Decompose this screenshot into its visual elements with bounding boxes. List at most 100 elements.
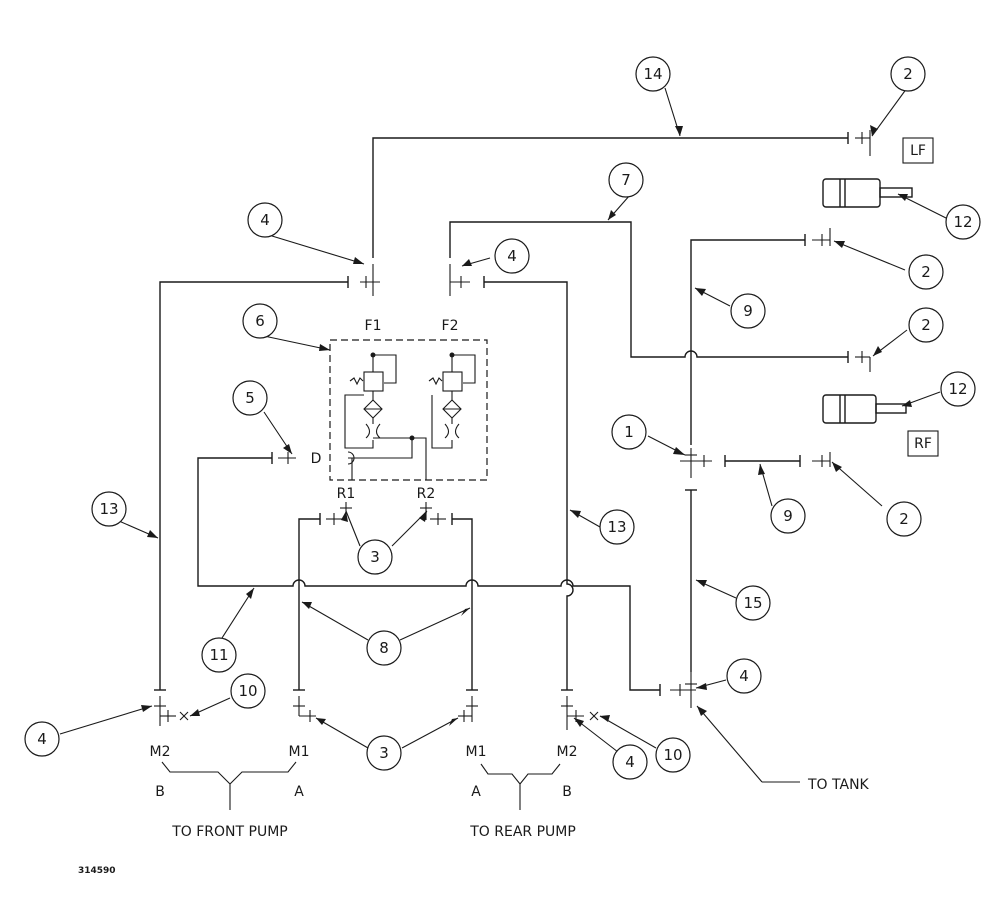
callout-9-lower: 9 bbox=[770, 498, 806, 534]
svg-text:3: 3 bbox=[379, 744, 389, 762]
callout-1: 1 bbox=[611, 414, 647, 450]
port-m1-rear: M1 bbox=[466, 744, 487, 760]
valve-block bbox=[329, 339, 488, 481]
lf-box bbox=[902, 137, 934, 164]
rear-pump-brace bbox=[480, 763, 561, 810]
port-m2-front: M2 bbox=[150, 744, 171, 760]
callout-7: 7 bbox=[608, 162, 644, 198]
svg-text:14: 14 bbox=[643, 65, 662, 83]
port-r2: R2 bbox=[417, 486, 436, 502]
svg-text:9: 9 bbox=[783, 507, 793, 525]
fitting-3-m1-front bbox=[293, 696, 316, 722]
svg-text:12: 12 bbox=[948, 380, 967, 398]
svg-text:10: 10 bbox=[663, 746, 682, 764]
port-f2: F2 bbox=[442, 318, 459, 334]
callout-9-upper: 9 bbox=[730, 293, 766, 329]
fitting-4-top-right bbox=[449, 264, 470, 296]
svg-text:2: 2 bbox=[921, 316, 931, 334]
svg-text:11: 11 bbox=[209, 646, 228, 664]
fitting-1-tee bbox=[680, 448, 712, 478]
svg-text:3: 3 bbox=[370, 548, 380, 566]
rf-box bbox=[907, 430, 939, 457]
hose-13-left bbox=[159, 281, 348, 690]
callout-12-top: 12 bbox=[945, 204, 981, 240]
fitting-3-m1-rear bbox=[458, 696, 478, 722]
hose-14 bbox=[372, 137, 848, 258]
callout-13-right: 13 bbox=[599, 509, 635, 545]
fitting-4-m2-front bbox=[154, 696, 189, 726]
svg-text:2: 2 bbox=[921, 263, 931, 281]
to-front-pump-label: TO FRONT PUMP bbox=[171, 824, 288, 840]
svg-text:7: 7 bbox=[621, 171, 631, 189]
callout-11: 11 bbox=[201, 637, 237, 673]
port-m1-front: M1 bbox=[289, 744, 310, 760]
callout-4-tank: 4 bbox=[726, 658, 762, 694]
hose-7 bbox=[449, 221, 848, 358]
fitting-2-rf bbox=[812, 452, 831, 467]
callout-4-top-right: 4 bbox=[494, 238, 530, 274]
rf-label: RF bbox=[914, 436, 932, 452]
hose-8-right bbox=[452, 518, 473, 690]
svg-text:8: 8 bbox=[379, 639, 389, 657]
svg-text:15: 15 bbox=[743, 594, 762, 612]
fitting-2-mid bbox=[855, 351, 871, 372]
port-b-rear: B bbox=[562, 784, 572, 800]
svg-text:4: 4 bbox=[260, 211, 270, 229]
to-tank-label: TO TANK bbox=[807, 777, 870, 793]
svg-text:2: 2 bbox=[899, 510, 909, 528]
cylinder-rf bbox=[822, 394, 907, 424]
callout-13-left: 13 bbox=[91, 491, 127, 527]
port-f1: F1 bbox=[365, 318, 382, 334]
svg-text:4: 4 bbox=[625, 753, 635, 771]
svg-text:5: 5 bbox=[245, 389, 255, 407]
callout-2-rf: 2 bbox=[886, 501, 922, 537]
callout-6: 6 bbox=[242, 303, 278, 339]
svg-text:4: 4 bbox=[37, 730, 47, 748]
callout-10-left: 10 bbox=[230, 673, 266, 709]
hose-8-left bbox=[298, 518, 320, 690]
port-a-front: A bbox=[294, 784, 304, 800]
callout-12-bottom: 12 bbox=[940, 371, 976, 407]
svg-text:4: 4 bbox=[739, 667, 749, 685]
svg-text:9: 9 bbox=[743, 302, 753, 320]
callout-4-top-left: 4 bbox=[247, 202, 283, 238]
callout-4-bottom-left: 4 bbox=[24, 721, 60, 757]
lf-label: LF bbox=[910, 143, 926, 159]
fitting-4-m2-rear bbox=[561, 696, 599, 730]
fitting-4-tank bbox=[670, 672, 697, 708]
callout-8: 8 bbox=[366, 630, 402, 666]
svg-text:13: 13 bbox=[607, 518, 626, 536]
callout-15: 15 bbox=[735, 585, 771, 621]
callout-2-top: 2 bbox=[890, 56, 926, 92]
port-d: D bbox=[311, 451, 322, 467]
svg-text:6: 6 bbox=[255, 312, 265, 330]
hose-13-right bbox=[484, 281, 574, 690]
port-b-front: B bbox=[155, 784, 165, 800]
arrowheads bbox=[141, 125, 912, 727]
svg-text:1: 1 bbox=[624, 423, 634, 441]
leader-lines bbox=[59, 87, 947, 783]
fitting-5-d bbox=[278, 452, 296, 464]
callout-2-upper: 2 bbox=[908, 254, 944, 290]
port-r1: R1 bbox=[337, 486, 356, 502]
port-a-rear: A bbox=[471, 784, 481, 800]
callout-3-bottom: 3 bbox=[366, 735, 402, 771]
callout-3-top: 3 bbox=[357, 539, 393, 575]
callout-2-mid: 2 bbox=[908, 307, 944, 343]
svg-text:10: 10 bbox=[238, 682, 257, 700]
fitting-2-upper bbox=[812, 228, 831, 246]
port-m2-rear: M2 bbox=[557, 744, 578, 760]
svg-text:13: 13 bbox=[99, 500, 118, 518]
callout-10-right: 10 bbox=[655, 737, 691, 773]
fitting-4-top-left bbox=[360, 264, 380, 296]
svg-text:12: 12 bbox=[953, 213, 972, 231]
to-rear-pump-label: TO REAR PUMP bbox=[469, 824, 576, 840]
fitting-2-lf bbox=[855, 130, 871, 156]
callout-4-bottom-right: 4 bbox=[612, 744, 648, 780]
front-pump-brace bbox=[161, 761, 297, 810]
fitting-3-r1 bbox=[326, 502, 352, 525]
svg-text:2: 2 bbox=[903, 65, 913, 83]
drawing-number: 314590 bbox=[78, 866, 116, 876]
fitting-3-r2 bbox=[420, 502, 446, 525]
